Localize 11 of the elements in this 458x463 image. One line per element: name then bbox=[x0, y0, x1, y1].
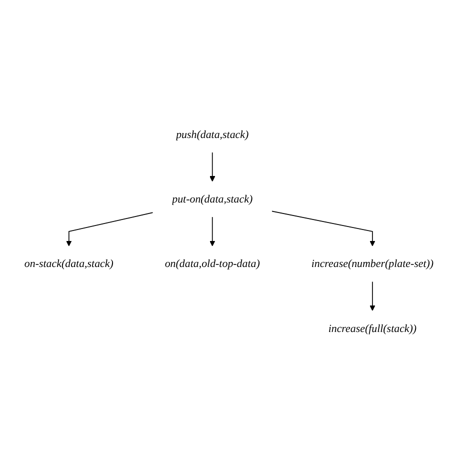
node-text: on(data,old-top-data) bbox=[164, 258, 260, 270]
arrow bbox=[370, 281, 376, 311]
arrow bbox=[271, 210, 376, 246]
node-text: push(data,stack) bbox=[176, 128, 249, 141]
arrow bbox=[210, 216, 216, 246]
node-text: increase(number(plate-set)) bbox=[311, 258, 434, 270]
node-text: put-on(data,stack) bbox=[172, 192, 253, 206]
arrow bbox=[66, 212, 154, 246]
node-text: on-stack(data,stack) bbox=[24, 258, 114, 270]
arrow bbox=[210, 152, 216, 182]
node-text: increase(full(stack)) bbox=[328, 322, 417, 334]
